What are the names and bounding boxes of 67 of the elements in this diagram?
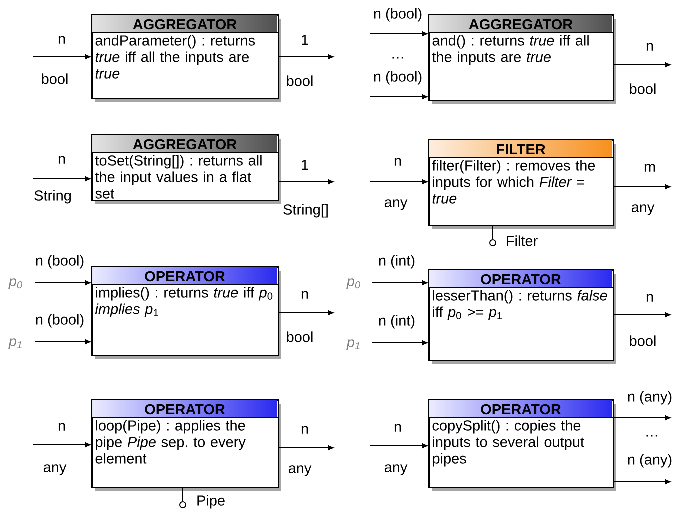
parameter-label: p$_{1}$ [8,338,22,350]
component-box: OPERATOR copySplit() : copies the inputs to several output pipes [428,400,616,491]
arrow [370,443,428,449]
arrow [32,176,91,182]
arrow [278,310,334,316]
component-box: OPERATOR implies() : returns true iff p$_{0}$ implies p$_{1}$ [92,266,281,359]
edge-label: n [58,36,66,44]
arrow [370,94,428,100]
arrow [278,445,334,451]
edge-label: n [646,294,654,302]
edge-label: n (int) [379,255,415,269]
connector-line [492,226,494,240]
arrow [34,280,91,286]
ellipsis: … [392,57,404,59]
component-box: AGGREGATOR toSet(String[]) : returns all the input values in a flat set [92,134,281,204]
edge-label: n (any) [628,454,672,468]
type-label: bool [630,84,656,94]
arrow [370,179,428,185]
edge-label: n [58,156,66,164]
edge-label: n [58,423,66,431]
arrow [372,280,428,286]
edge-label: Pipe [198,495,225,509]
edge-label: n [302,426,308,434]
arrow [278,179,334,185]
type-label: String[] [284,204,328,218]
edge-label: n (bool) [36,314,84,328]
component-box: OPERATOR loop(Pipe) : applies the pipe Pipe sep. to every element [92,400,281,491]
edge-label: n (bool) [374,71,422,85]
parameter-label: p$_{1}$ [346,340,360,350]
arrow [34,339,91,345]
type-label: bool [630,336,656,346]
component-box: FILTER filter(Filter) : removes the inputs for which Filter = true [428,140,616,229]
component-box: OPERATOR lesserThan() : returns false iff p$_{0}$ >= p$_{1}$ [428,270,616,364]
arrow [32,442,91,448]
edge-label: Filter [507,236,538,246]
arrow [278,54,334,60]
edge-label: n (int) [379,315,415,329]
arrow [614,312,671,318]
edge-label: n [394,158,402,166]
edge-label: n (bool) [36,255,84,269]
arrow [370,31,428,37]
arrow [372,340,428,346]
component-box: AGGREGATOR andParameter() : returns true iff all the inputs are true [92,14,281,102]
edge-label: n [302,291,308,299]
component-box: AGGREGATOR and() : returns true iff all the inputs are true [428,14,616,104]
connector-line [182,488,184,502]
edge-label: n (bool) [374,8,422,22]
type-label: any [44,464,67,476]
parameter-label: p$_{0}$ [346,278,361,290]
type-label: bool [42,74,68,84]
type-label: any [632,204,655,216]
type-label: String [34,190,72,204]
arrow [614,184,671,190]
arrow [32,54,91,60]
type-label: any [384,464,408,476]
type-label: any [384,200,408,210]
arrow [614,62,671,68]
edge-label: n [646,43,654,51]
arrow [614,415,671,421]
edge-label: 1 [302,160,308,170]
edge-label: n (any) [628,391,672,405]
ellipsis: … [646,435,658,437]
arrow [614,479,671,485]
edge-label: 1 [302,35,308,45]
parameter-label: p$_{0}$ [8,278,23,290]
edge-label: n [394,424,402,432]
edge-label: m [644,164,656,172]
